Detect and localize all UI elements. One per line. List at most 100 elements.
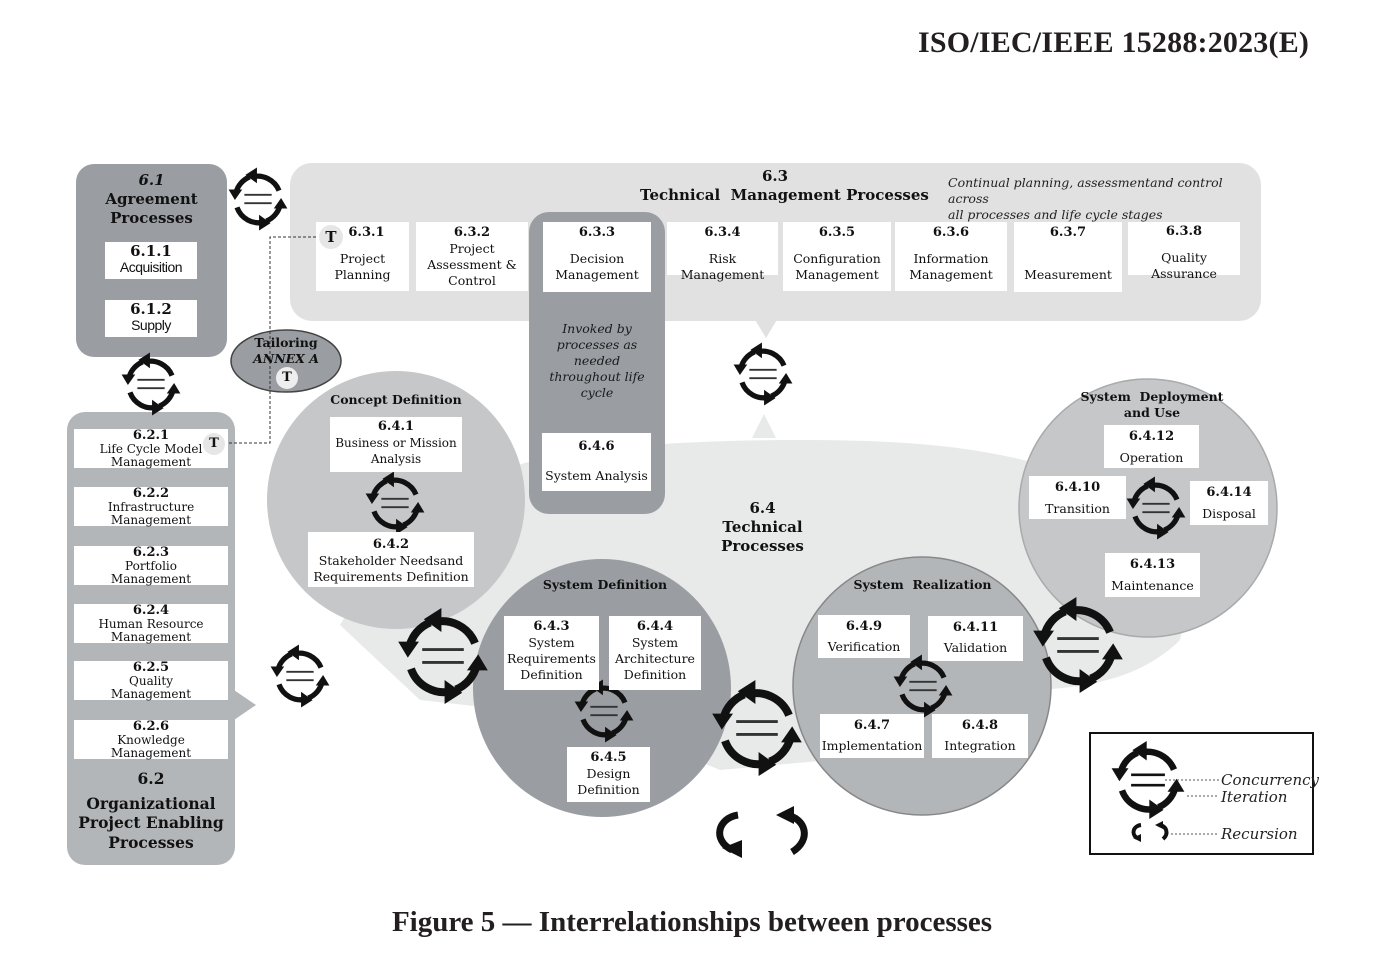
process-box-6-3-4[interactable]: 6.3.4 Risk Management bbox=[667, 222, 778, 282]
process-label: Control bbox=[448, 273, 496, 288]
process-label: Management bbox=[110, 455, 192, 469]
process-label: Management bbox=[795, 267, 879, 282]
process-box-6-2-3[interactable]: 6.2.3 Portfolio Management bbox=[74, 545, 228, 586]
process-box-6-4-2[interactable]: 6.4.2 Stakeholder Needsand Requirements … bbox=[308, 532, 474, 587]
process-box-6-3-6[interactable]: 6.3.6 Information Management bbox=[895, 222, 1007, 291]
process-label: Measurement bbox=[1024, 267, 1112, 282]
process-number: 6.4.14 bbox=[1206, 485, 1252, 500]
process-number: 6.4.10 bbox=[1054, 480, 1101, 495]
process-label: Project bbox=[339, 251, 386, 266]
process-box-6-3-5[interactable]: 6.3.5 Configuration Management bbox=[783, 222, 891, 291]
process-label: Management bbox=[110, 746, 192, 760]
technical-name: Technical Processes bbox=[721, 518, 804, 555]
document-id: ISO/IEC/IEEE 15288:2023(E) bbox=[918, 26, 1310, 59]
process-label: Design bbox=[586, 766, 631, 781]
process-label: Verification bbox=[827, 639, 901, 654]
process-label: Management bbox=[110, 513, 192, 527]
deployment-title-line: System Deployment bbox=[1080, 389, 1224, 404]
process-box-6-2-2[interactable]: 6.2.2 Infrastructure Management bbox=[74, 486, 228, 527]
process-box-6-4-1[interactable]: 6.4.1 Business or Mission Analysis bbox=[330, 417, 462, 472]
process-label: Management bbox=[909, 267, 993, 282]
process-box-6-4-7[interactable]: 6.4.7 Implementation bbox=[820, 714, 924, 758]
legend-concurrency-label: Concurrency bbox=[1221, 771, 1319, 789]
process-box-6-4-9[interactable]: 6.4.9 Verification bbox=[818, 615, 910, 658]
process-box-6-3-2[interactable]: 6.3.2 Project Assessment & Control bbox=[416, 222, 528, 291]
process-number: 6.2.3 bbox=[132, 545, 170, 560]
process-number: 6.2.2 bbox=[132, 486, 170, 501]
process-box-6-4-6[interactable]: 6.4.6 System Analysis bbox=[542, 433, 651, 491]
process-box-6-4-10[interactable]: 6.4.10 Transition bbox=[1029, 476, 1126, 519]
process-label: Requirements bbox=[507, 651, 596, 666]
deployment-title-line: and Use bbox=[1123, 405, 1181, 420]
process-box-6-4-11[interactable]: 6.4.11 Validation bbox=[928, 616, 1023, 661]
note-line: cycle bbox=[580, 385, 614, 400]
process-number: 6.4.12 bbox=[1128, 429, 1175, 444]
process-box-6-4-14[interactable]: 6.4.14 Disposal bbox=[1190, 481, 1268, 525]
process-label: Assessment & bbox=[427, 257, 517, 272]
process-label: Implementation bbox=[821, 738, 923, 753]
process-box-supply[interactable]: 6.1.2 Supply bbox=[105, 300, 197, 337]
agreement-title-line: Processes bbox=[110, 209, 193, 227]
process-label: Quality Assurance bbox=[1151, 250, 1217, 281]
tm-pointer-down bbox=[754, 318, 778, 338]
technical-management-title: 6.3 Technical Management Processes bbox=[640, 167, 929, 205]
technical-processes-title: 6.4 Technical Processes bbox=[680, 499, 845, 556]
process-box-6-4-13[interactable]: 6.4.13 Maintenance bbox=[1105, 553, 1200, 597]
process-box-acquisition[interactable]: 6.1.1 Acquisition bbox=[105, 242, 197, 279]
process-number: 6.2.1 bbox=[132, 428, 170, 443]
process-box-6-4-12[interactable]: 6.4.12 Operation bbox=[1104, 425, 1199, 468]
process-box-6-2-5[interactable]: 6.2.5 Quality Management bbox=[74, 661, 228, 701]
process-box-6-3-8[interactable]: 6.3.8 Quality Assurance bbox=[1128, 222, 1240, 281]
technical-number: 6.4 bbox=[749, 499, 776, 517]
process-label: Requirements Definition bbox=[313, 569, 469, 584]
process-label: Management bbox=[110, 687, 192, 701]
cycle-icon bbox=[734, 343, 793, 406]
legend: Concurrency Iteration Recursion bbox=[1089, 732, 1319, 855]
tailoring-t-badge: T bbox=[319, 225, 343, 249]
tailoring-t-badge: T bbox=[203, 433, 225, 455]
legend-recursion-label: Recursion bbox=[1221, 825, 1298, 843]
process-label: Configuration bbox=[793, 251, 881, 266]
process-label: Human Resource bbox=[98, 616, 204, 631]
process-label: System bbox=[631, 635, 679, 650]
note-line: Invoked by bbox=[562, 321, 632, 336]
legend-cycle-icon bbox=[1111, 741, 1185, 819]
process-number: 6.3.7 bbox=[1049, 225, 1087, 240]
note-line: needed bbox=[573, 353, 621, 368]
cycle-icon bbox=[271, 645, 330, 708]
organizational-title-line: Project Enabling bbox=[78, 813, 224, 832]
concept-definition-title: Concept Definition bbox=[330, 392, 462, 407]
tailoring-title: Tailoring bbox=[254, 335, 318, 350]
process-number: 6.4.5 bbox=[590, 750, 627, 765]
system-realization-title: System Realization bbox=[853, 577, 992, 592]
process-label: Information bbox=[913, 251, 989, 266]
process-box-6-4-3[interactable]: 6.4.3 System Requirements Definition bbox=[504, 616, 599, 690]
process-label: Disposal bbox=[1202, 506, 1256, 521]
process-number: 6.3.2 bbox=[453, 225, 491, 240]
process-box-6-2-1[interactable]: 6.2.1 Life Cycle Model Management bbox=[74, 428, 228, 469]
process-number: 6.4.7 bbox=[853, 718, 891, 733]
note-line: throughout life bbox=[549, 369, 645, 384]
process-number: 6.4.2 bbox=[372, 537, 410, 552]
cycle-icon bbox=[229, 168, 288, 231]
process-box-6-2-4[interactable]: 6.2.4 Human Resource Management bbox=[74, 604, 228, 644]
process-label: Life Cycle Model bbox=[99, 441, 203, 456]
note-line: Continual planning, assessmentand contro… bbox=[948, 175, 1223, 206]
process-box-6-4-8[interactable]: 6.4.8 Integration bbox=[932, 714, 1028, 758]
process-box-6-2-6[interactable]: 6.2.6 Knowledge Management bbox=[74, 720, 228, 760]
process-number: 6.1.1 bbox=[130, 242, 172, 260]
note-line: processes as bbox=[556, 337, 638, 352]
note-line: all processes and life cycle stages bbox=[948, 207, 1163, 222]
process-number: 6.4.8 bbox=[961, 718, 999, 733]
legend-iteration-label: Iteration bbox=[1221, 788, 1288, 806]
process-number: 6.4.3 bbox=[533, 619, 570, 634]
process-box-6-4-4[interactable]: 6.4.4 System Architecture Definition bbox=[609, 616, 701, 690]
deployment-circle bbox=[1018, 378, 1278, 638]
process-box-6-3-7[interactable]: 6.3.7 Measurement bbox=[1014, 222, 1122, 292]
process-box-6-4-5[interactable]: 6.4.5 Design Definition bbox=[567, 747, 650, 802]
deployment-title: System Deployment and Use bbox=[1072, 389, 1232, 421]
tailoring-label[interactable]: Tailoring ANNEX A bbox=[236, 335, 336, 367]
technical-management-number: 6.3 bbox=[761, 167, 789, 185]
process-label: Knowledge bbox=[117, 732, 185, 747]
process-box-6-3-3[interactable]: 6.3.3 Decision Management bbox=[543, 222, 651, 292]
